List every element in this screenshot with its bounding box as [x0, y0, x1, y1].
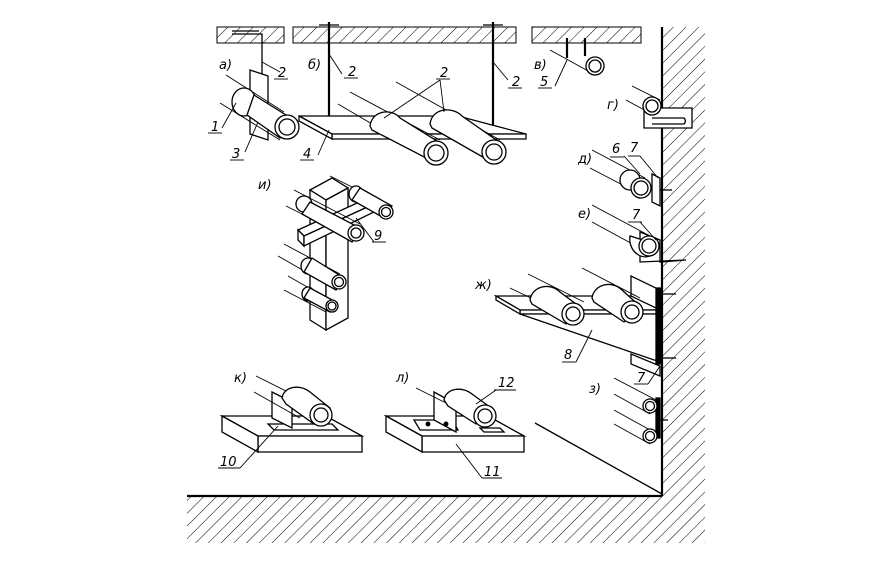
- label-a: а): [219, 58, 232, 73]
- support-k: [219, 375, 365, 469]
- part-number-12: 12: [498, 376, 515, 391]
- part-number-3: 3: [232, 147, 240, 162]
- part-number-8: 8: [564, 348, 572, 363]
- part-number-5: 5: [540, 75, 548, 90]
- part-number-2-a: 2: [278, 66, 286, 81]
- part-number-2-b-middle: 2: [440, 66, 448, 81]
- label-k: к): [234, 371, 247, 386]
- label-g: г): [607, 98, 619, 113]
- label-d: д): [577, 152, 592, 167]
- label-z: з): [589, 382, 601, 397]
- part-number-7-d: 7: [630, 141, 639, 156]
- label-i: и): [258, 178, 272, 193]
- support-zh: [493, 267, 676, 385]
- label-zh: ж): [474, 278, 492, 293]
- perspective-edge: [534, 422, 663, 495]
- part-number-4: 4: [303, 147, 311, 162]
- part-number-6: 6: [612, 142, 620, 157]
- part-number-2-b-left: 2: [348, 65, 356, 80]
- label-v: в): [534, 58, 547, 73]
- support-b: [298, 22, 527, 166]
- ceiling-slabs: [216, 26, 642, 44]
- support-d: [589, 149, 672, 208]
- support-l: [383, 387, 527, 479]
- support-a: [219, 30, 300, 153]
- part-number-1: 1: [211, 120, 219, 135]
- support-i: [277, 175, 394, 332]
- part-number-9: 9: [374, 229, 382, 244]
- leader-lines: [208, 77, 648, 479]
- part-number-7-e: 7: [632, 208, 641, 223]
- floor: [187, 494, 705, 543]
- support-v: [549, 38, 605, 87]
- support-e: [591, 204, 687, 263]
- part-number-2-b-right: 2: [512, 75, 520, 90]
- support-g: [625, 85, 693, 129]
- part-number-7-zh: 7: [637, 371, 646, 386]
- part-number-10: 10: [220, 455, 237, 470]
- label-l: л): [395, 371, 409, 386]
- label-e: е): [578, 207, 591, 222]
- support-z: [613, 377, 668, 445]
- part-number-11: 11: [484, 465, 501, 480]
- label-b: б): [308, 58, 321, 73]
